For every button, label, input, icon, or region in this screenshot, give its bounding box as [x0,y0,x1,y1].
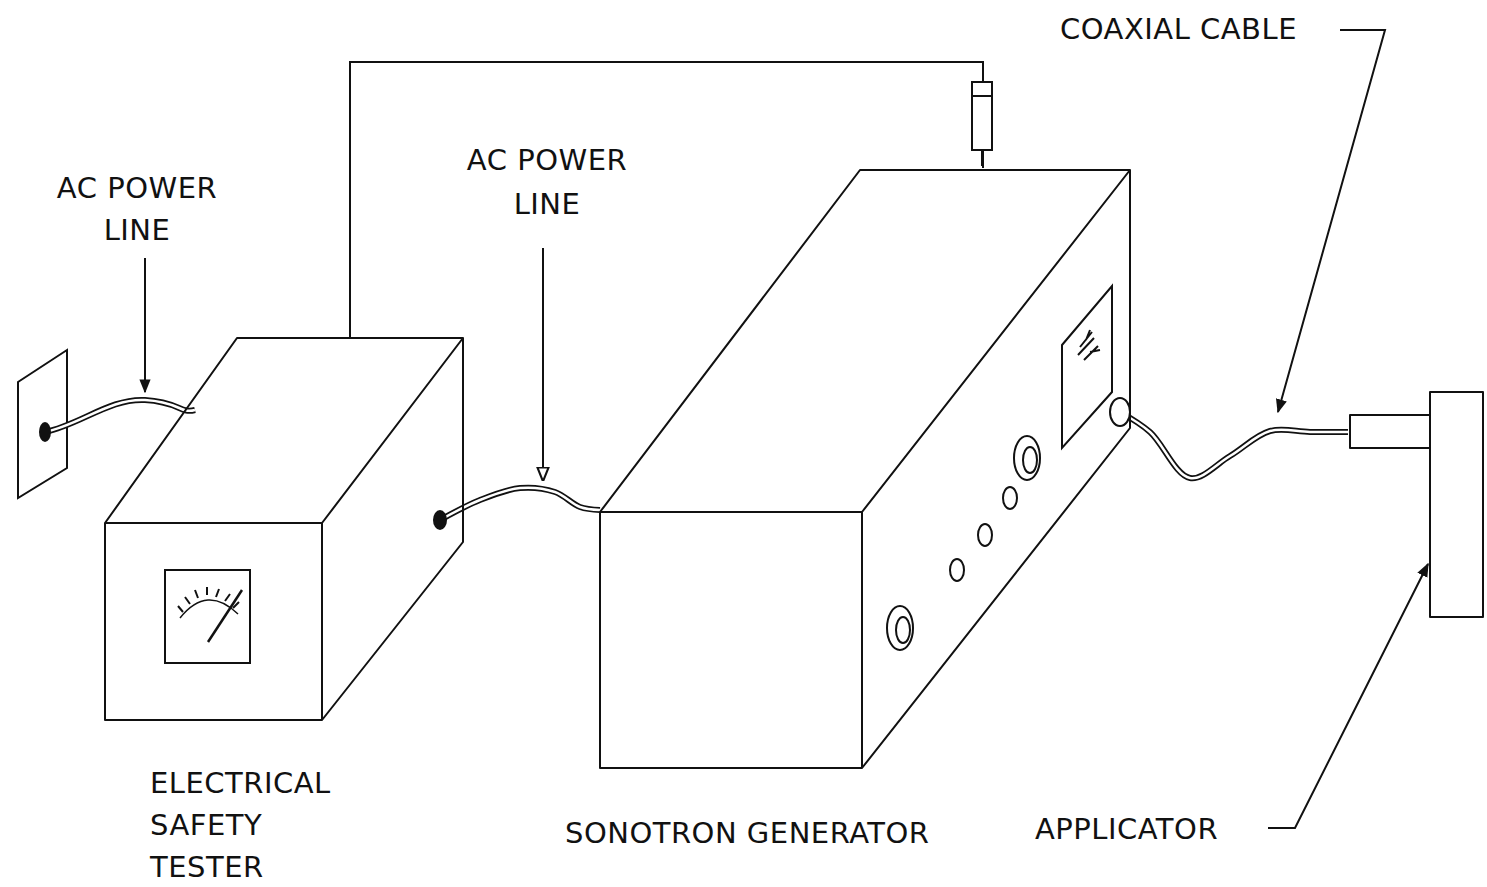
probe-tip [972,96,992,166]
applicator: APPLICATOR [1346,389,1485,620]
leader-line [1268,564,1428,828]
generator-box-outline [600,170,1130,768]
leader-line [1278,30,1385,412]
test-probe [972,82,992,150]
node-outline [1346,389,1485,620]
switch [978,524,992,546]
tester-box: ELECTRICAL SAFETY TESTER [100,333,468,725]
meter-needle [208,590,242,642]
connector-group [350,62,983,338]
meter [165,570,250,663]
part-label: APPLICATOR [1035,808,1218,850]
display-marks [1078,330,1100,360]
plug [39,422,51,442]
connector-group [1120,412,1348,478]
display-window [1062,286,1112,448]
callout-label: AC POWER LINE [447,138,647,226]
callout-label: AC POWER LINE [37,167,237,251]
applicator-outline [1350,392,1483,617]
knob [887,606,913,650]
leader-line [144,258,146,392]
coax-connector [1110,398,1130,426]
cable-core [1120,412,1348,478]
cable [1120,412,1348,478]
plug [433,510,447,530]
node-outline [596,165,1136,773]
node-outline [100,333,468,725]
generator-box: SONOTRON GENERATOR [596,165,1136,773]
knob [1014,436,1040,480]
knob [896,617,910,643]
callout-label: COAXIAL CABLE [1060,11,1297,47]
wall-outlet [18,350,67,498]
switch [1003,487,1017,509]
leader-line [542,248,544,480]
tester-box-outline [105,338,463,720]
knob [1023,447,1037,473]
switch [950,559,964,581]
test-lead [350,62,983,338]
part-label: SONOTRON GENERATOR [565,812,929,854]
part-label: ELECTRICAL SAFETY TESTER [150,762,331,887]
